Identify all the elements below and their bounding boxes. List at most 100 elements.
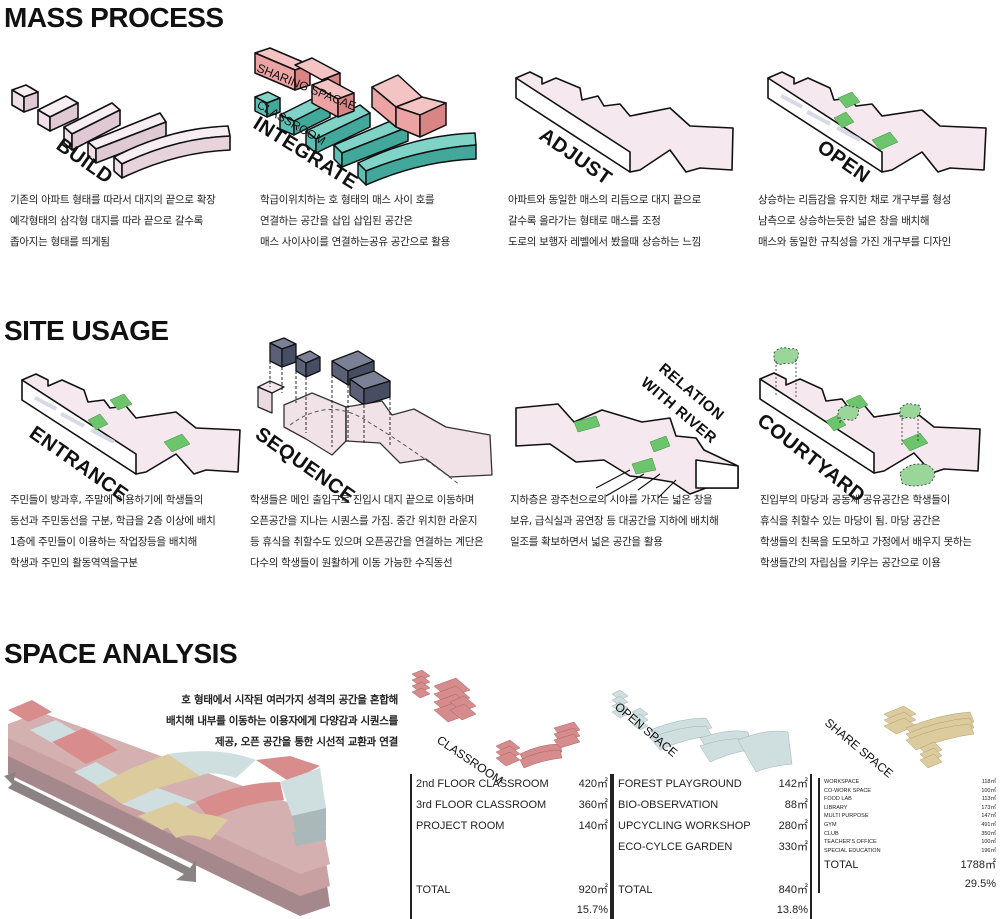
desc-line: 1층에 주민들이 이용하는 작업장등을 배치해 xyxy=(10,536,198,548)
stacked-floors-illustration xyxy=(4,700,330,916)
desc-line: 다수의 학생들이 원활하게 이동 가능한 수직동선 xyxy=(250,557,453,569)
desc-line: 일조를 확보하면서 넓은 공간을 활용 xyxy=(510,536,663,548)
desc-line: 학생들의 친목을 도모하고 가정에서 배우지 못하는 xyxy=(760,536,972,548)
river-view-arrows xyxy=(595,469,677,499)
diagram-sequence: SEQUENCE 학생들은 메인 출입구로 진입시 대지 끝으로 이동하며 오픈… xyxy=(250,335,500,569)
relation-with-river-illustration: RELATION WITH RIVER xyxy=(515,360,739,499)
desc-line: 연결하는 공간을 삽입 삽입된 공간은 xyxy=(260,215,413,227)
diagram-relation-with-river: RELATION WITH RIVER 지하층은 광주천으로의 시야를 가지는 … xyxy=(500,360,750,548)
desc-line: 도로의 보행자 레벨에서 봤을때 상승하는 느낌 xyxy=(508,236,702,248)
adjust-mass-illustration: ADJUST xyxy=(515,71,734,190)
diagram-integrate: SHARING SPACAE CLASSROOM INTEGRATE 학급이위치… xyxy=(249,45,500,248)
diagram-entrance: ENTRANCE 주민들이 방과후, 주말에 이용하기에 학생들의 동선과 주민… xyxy=(0,360,250,569)
entrance-illustration: ENTRANCE xyxy=(21,373,241,506)
intro-line: 호 형태에서 시작된 여러가지 성격의 공간을 혼합해 xyxy=(181,694,398,706)
open-stack-1 xyxy=(611,689,649,731)
diagram-build: BUILD 기존의 아파트 형태를 따라서 대지의 끝으로 확장 예각형태의 삼… xyxy=(0,60,250,248)
section-title-mass-process: MASS PROCESS xyxy=(4,2,224,33)
floor-stack xyxy=(8,700,330,916)
desc-line: 주민들이 방과후, 주말에 이용하기에 학생들의 xyxy=(10,494,204,506)
diagram-adjust: ADJUST 아파트와 동일한 매스의 리듬으로 대지 끝으로 갈수록 올라가는… xyxy=(500,60,750,248)
share-space-group-illustration: SHARE SPACE xyxy=(820,700,1000,781)
classroom-stack-3 xyxy=(495,721,581,769)
classroom-stack-1 xyxy=(411,669,431,699)
space-analysis-intro: 호 형태에서 시작된 여러가지 성격의 공간을 혼합해 배치해 내부를 이동하는… xyxy=(166,690,398,753)
desc-line: 갈수록 올라가는 형태로 매스를 조정 xyxy=(508,215,661,227)
desc-line: 아파트와 동일한 매스의 리듬으로 대지 끝으로 xyxy=(508,194,702,206)
integrate-description: 학급이위치하는 호 형태의 매스 사이 호를 연결하는 공간을 삽입 삽입된 공… xyxy=(260,190,450,253)
intro-line: 제공, 오픈 공간을 통한 시선적 교환과 연결 xyxy=(215,736,398,748)
open-mass-illustration: OPEN xyxy=(767,71,987,188)
adjust-description: 아파트와 동일한 매스의 리듬으로 대지 끝으로 갈수록 올라가는 형태로 매스… xyxy=(508,190,701,253)
green-roof-1 xyxy=(837,91,861,109)
desc-line: 학생들간의 자립심을 키우는 공간으로 이용 xyxy=(760,557,941,569)
build-mass-illustration: BUILD xyxy=(11,84,231,189)
courtyard-illustration: COURTYARD xyxy=(753,347,981,507)
open-stack-2 xyxy=(649,717,793,773)
relation-description: 지하층은 광주천으로의 시야를 가지는 넓은 창을 보유, 급식실과 공연장 등… xyxy=(510,490,719,553)
section-title-site-usage: SITE USAGE xyxy=(4,315,169,346)
classroom-group-illustration: CLASSROOM xyxy=(410,668,610,787)
desc-line: 학급이위치하는 호 형태의 매스 사이 호를 xyxy=(260,194,435,206)
intro-line: 배치해 내부를 이동하는 이용자에게 다양감과 시퀀스를 xyxy=(165,715,398,727)
percent-value: 29.5% xyxy=(964,878,996,891)
desc-line: 휴식을 취할수 있는 마당이 됨. 마당 공간은 xyxy=(760,515,941,527)
desc-line: 학생들은 메인 출입구로 진입시 대지 끝으로 이동하며 xyxy=(250,494,475,506)
desc-line: 좁아지는 형태를 띄게됨 xyxy=(10,236,110,248)
section-title-space-analysis: SPACE ANALYSIS xyxy=(4,638,238,669)
desc-line: 기존의 아파트 형태를 따라서 대지의 끝으로 확장 xyxy=(10,194,216,206)
diagram-open: OPEN 상승하는 리듬감을 유지한 채로 개구부를 형성 남측으로 상승하는듯… xyxy=(750,60,1000,248)
desc-line: 남측으로 상승하는듯한 넓은 창을 배치해 xyxy=(758,215,930,227)
desc-line: 동선과 주민동선을 구분, 학급을 2층 이상에 배치 xyxy=(10,515,216,527)
classroom-stack-2 xyxy=(433,677,477,723)
build-description: 기존의 아파트 형태를 따라서 대지의 끝으로 확장 예각형태의 삼각형 대지를… xyxy=(10,190,216,253)
desc-line: 매스 사이사이를 연결하는공유 공간으로 활용 xyxy=(260,236,450,248)
desc-line: 지하층은 광주천으로의 시야를 가지는 넓은 창을 xyxy=(510,494,713,506)
courtyard-description: 진입부의 마당과 공동체 공유공간은 학생들이 휴식을 취할수 있는 마당이 됨… xyxy=(760,490,972,574)
desc-line: 오픈공간을 지나는 시퀀스를 가짐. 중간 위치한 라운지 xyxy=(250,515,478,527)
desc-line: 매스와 동일한 규칙성을 가진 개구부를 디자인 xyxy=(758,236,952,248)
desc-line: 학생과 주민의 활동역역을구분 xyxy=(10,557,138,569)
open-space-group-illustration: OPEN SPACE xyxy=(610,680,820,780)
desc-line: 예각형태의 삼각형 대지를 따라 끝으로 갈수록 xyxy=(10,215,204,227)
open-description: 상승하는 리듬감을 유지한 채로 개구부를 형성 남측으로 상승하는듯한 넓은 … xyxy=(758,190,951,253)
desc-line: 상승하는 리듬감을 유지한 채로 개구부를 형성 xyxy=(758,194,952,206)
percent-value: 15.7% xyxy=(576,904,608,916)
sequence-path-arrow xyxy=(289,409,461,486)
desc-line: 등 휴식을 취할수도 있으며 오픈공간을 연결하는 계단은 xyxy=(250,536,484,548)
sequence-illustration: SEQUENCE xyxy=(251,337,493,508)
courtyard-green-clouds xyxy=(773,347,935,487)
entrance-description: 주민들이 방과후, 주말에 이용하기에 학생들의 동선과 주민동선을 구분, 학… xyxy=(10,490,216,574)
sequence-description: 학생들은 메인 출입구로 진입시 대지 끝으로 이동하며 오픈공간을 지나는 시… xyxy=(250,490,484,574)
double-arrow-icon xyxy=(4,772,196,882)
label-share-space-group: SHARE SPACE xyxy=(822,716,896,781)
percent-value: 13.8% xyxy=(776,904,808,916)
desc-line: 보유, 급식실과 공연장 등 대공간을 지하에 배치해 xyxy=(510,515,719,527)
diagram-courtyard: COURTYARD 진입부의 마당과 공동체 공유공간은 학생들이 휴식을 취할… xyxy=(750,345,1000,569)
desc-line: 진입부의 마당과 공동체 공유공간은 학생들이 xyxy=(760,494,950,506)
space-analysis-axonometric xyxy=(0,690,410,916)
integrate-mass-illustration: SHARING SPACAE CLASSROOM INTEGRATE xyxy=(249,47,477,194)
